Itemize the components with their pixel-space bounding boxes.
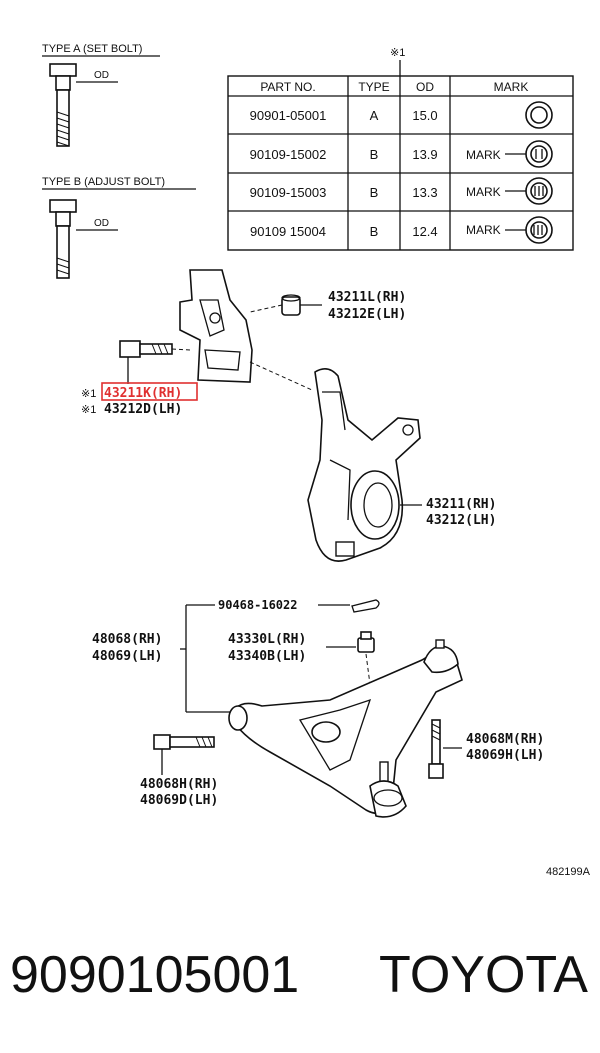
table-cell-part-no: 90901-05001 bbox=[250, 108, 327, 123]
label-nut-top-lh: 43212E(LH) bbox=[328, 307, 406, 322]
table-cell-od: 13.9 bbox=[412, 147, 437, 162]
cam-bolt-icon bbox=[119, 340, 173, 358]
type-a-label: TYPE A (SET BOLT) bbox=[42, 43, 142, 55]
label-cotter-pin: 90468-16022 bbox=[218, 598, 297, 612]
type-a-bolt-figure: TYPE A (SET BOLT) OD bbox=[42, 43, 160, 147]
type-b-label: TYPE B (ADJUST BOLT) bbox=[42, 176, 165, 188]
label-bolt-right-lh: 48069H(LH) bbox=[466, 748, 544, 763]
table-header-type: TYPE bbox=[358, 80, 389, 94]
bolt-end-mark-icon bbox=[525, 177, 553, 205]
table-cell-part-no: 90109-15003 bbox=[250, 185, 327, 200]
table-cell-type: B bbox=[370, 147, 379, 162]
table-cell-mark: MARK bbox=[466, 223, 501, 237]
label-nut-top-rh: 43211L(RH) bbox=[328, 290, 406, 305]
type-b-od-label: OD bbox=[94, 218, 109, 229]
label-knuckle-lh: 43212(LH) bbox=[426, 513, 496, 528]
label-bolt-rh: 43211K(RH) bbox=[104, 386, 182, 401]
flange-nut-icon bbox=[281, 294, 301, 316]
bolt-end-mark-icon bbox=[525, 216, 553, 244]
footer-brand: TOYOTA bbox=[379, 946, 588, 1004]
type-a-od-label: OD bbox=[94, 70, 109, 81]
bushing-bolt-icon bbox=[153, 734, 215, 750]
table-cell-od: 12.4 bbox=[412, 224, 437, 239]
bolt-head-icon bbox=[49, 199, 77, 213]
table-note-mark: ※1 bbox=[390, 47, 405, 59]
bolt-end-mark-icon bbox=[525, 101, 553, 129]
label-arm-rh: 48068(RH) bbox=[92, 632, 162, 647]
part-table: ※1 PART NO. TYPE OD MARK 90901-05001 A 1… bbox=[227, 47, 574, 251]
label-arm-lh: 48069(LH) bbox=[92, 649, 162, 664]
label-bolt-left-rh: 48068H(RH) bbox=[140, 777, 218, 792]
label-nut-mid-lh: 43340B(LH) bbox=[228, 649, 306, 664]
table-cell-part-no: 90109-15002 bbox=[250, 147, 327, 162]
lower-control-arm-drawing bbox=[228, 639, 463, 818]
type-b-bolt-figure: TYPE B (ADJUST BOLT) OD bbox=[42, 176, 196, 279]
bushing-bolt-icon bbox=[428, 719, 444, 779]
table-cell-mark: MARK bbox=[466, 185, 501, 199]
steering-knuckle-drawing bbox=[307, 368, 421, 562]
table-cell-type: B bbox=[370, 185, 379, 200]
label-bolt-right-rh: 48068M(RH) bbox=[466, 732, 544, 747]
table-cell-type: B bbox=[370, 224, 379, 239]
label-bolt-lh: 43212D(LH) bbox=[104, 402, 182, 417]
label-bolt-left-lh: 48069D(LH) bbox=[140, 793, 218, 808]
label-knuckle-rh: 43211(RH) bbox=[426, 497, 496, 512]
table-header-mark: MARK bbox=[494, 80, 529, 94]
table-cell-part-no: 90109 15004 bbox=[250, 224, 326, 239]
bolt-head-icon bbox=[49, 63, 77, 77]
strut-bracket-drawing bbox=[179, 269, 253, 383]
table-cell-od: 15.0 bbox=[412, 108, 437, 123]
note-mark-bolt-rh: ※1 bbox=[81, 388, 96, 400]
bolt-end-mark-icon bbox=[525, 140, 553, 168]
table-cell-mark: MARK bbox=[466, 148, 501, 162]
footer-part-number: 9090105001 bbox=[10, 946, 299, 1004]
highlight-box bbox=[101, 382, 198, 401]
table-header-part-no: PART NO. bbox=[260, 80, 315, 94]
table-cell-od: 13.3 bbox=[412, 185, 437, 200]
table-header-od: OD bbox=[416, 80, 434, 94]
cotter-pin-icon bbox=[351, 599, 380, 613]
label-nut-mid-rh: 43330L(RH) bbox=[228, 632, 306, 647]
table-cell-type: A bbox=[370, 108, 379, 123]
figure-code: 482199A bbox=[546, 866, 591, 878]
note-mark-bolt-lh: ※1 bbox=[81, 404, 96, 416]
castle-nut-icon bbox=[357, 631, 375, 653]
